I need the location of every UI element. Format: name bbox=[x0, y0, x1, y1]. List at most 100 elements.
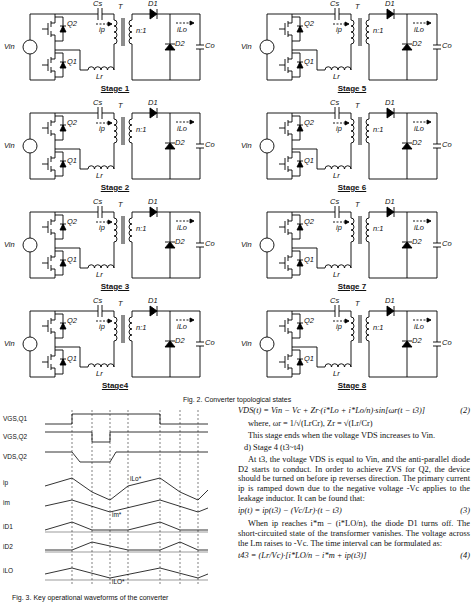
switch-label: Q2 bbox=[67, 317, 77, 325]
text-row: ip(t) = ip(t3) − (Vc/Lr)·(t − t3) (3) bbox=[238, 506, 470, 516]
switch-label: Q2 bbox=[304, 218, 314, 226]
source-label: Vin bbox=[241, 340, 252, 348]
current-label: ip bbox=[336, 224, 342, 232]
capacitor-label: Co bbox=[442, 42, 452, 50]
diode-label: D1 bbox=[385, 99, 395, 107]
turns-ratio: n:1 bbox=[136, 324, 146, 332]
transformer-label: T bbox=[118, 3, 123, 11]
diode-label: D2 bbox=[412, 40, 422, 48]
figure-caption: Fig. 2. Converter topological states bbox=[183, 396, 291, 403]
equation: VDS(t) = Vin − Vc + Zr·(i*Lo + i*Lo/n)·s… bbox=[238, 406, 425, 416]
current-label: ip bbox=[99, 26, 105, 34]
signal-name: VGS,Q2 bbox=[3, 434, 27, 441]
waveforms bbox=[45, 410, 208, 586]
signal-name: im bbox=[3, 500, 10, 507]
capacitor-label: Co bbox=[205, 141, 215, 149]
turns-ratio: n:1 bbox=[373, 126, 383, 134]
text-row: At t3, the voltage VDS is equal to Vin, … bbox=[238, 455, 470, 505]
transformer-label: T bbox=[118, 300, 123, 308]
paragraph: where, ωr = 1/√(LrCr), Zr = √(Lr/Cr) bbox=[248, 419, 373, 428]
capacitor-label: Cs bbox=[330, 297, 339, 305]
figure-caption: Fig. 3. Key operational waveforms of the… bbox=[12, 594, 168, 601]
stage-title: Stage 3 bbox=[85, 283, 145, 291]
transformer-label: T bbox=[118, 102, 123, 110]
switch-label: Q2 bbox=[304, 119, 314, 127]
signal-name: VDS,Q2 bbox=[3, 454, 27, 461]
text-column: VDS(t) = Vin − Vc + Zr·(i*Lo + i*Lo/n)·s… bbox=[238, 404, 470, 564]
paragraph: This stage ends when the voltage VDS inc… bbox=[248, 431, 435, 440]
current-label: ip bbox=[336, 323, 342, 331]
switch-label: Q1 bbox=[67, 355, 77, 363]
stage-title: Stage4 bbox=[85, 382, 145, 390]
equation: ip(t) = ip(t3) − (Vc/Lr)·(t − t3) bbox=[238, 506, 342, 516]
diode-label: D2 bbox=[412, 139, 422, 147]
text-row: t43 = (Lr/Vc)·[i*LO/n − i*m + ip(t3)](4) bbox=[238, 551, 470, 561]
text-row: This stage ends when the voltage VDS inc… bbox=[238, 431, 470, 441]
current-label: ip bbox=[99, 125, 105, 133]
current-label: iLo bbox=[414, 26, 424, 34]
stage-title: Stage 2 bbox=[85, 184, 145, 192]
text-row: VDS(t) = Vin − Vc + Zr·(i*Lo + i*Lo/n)·s… bbox=[238, 406, 470, 416]
diode-label: D1 bbox=[385, 198, 395, 206]
inductor-label: Lr bbox=[333, 73, 340, 81]
signal-name: VGS,Q1 bbox=[3, 416, 27, 423]
signal-name: im* bbox=[112, 512, 121, 519]
transformer-label: T bbox=[355, 201, 360, 209]
text-row: where, ωr = 1/√(LrCr), Zr = √(Lr/Cr) bbox=[238, 419, 470, 429]
turns-ratio: n:1 bbox=[136, 225, 146, 233]
stage-title: Stage 8 bbox=[322, 382, 382, 390]
stage-title: Stage 6 bbox=[322, 184, 382, 192]
diode-label: D2 bbox=[175, 337, 185, 345]
diode-label: D2 bbox=[175, 139, 185, 147]
equation-number: (3) bbox=[460, 506, 470, 516]
source-label: Vin bbox=[4, 142, 15, 150]
switch-label: Q1 bbox=[304, 256, 314, 264]
current-label: iLo bbox=[414, 323, 424, 331]
paragraph: When ip reaches i*m − (i*LO/n), the diod… bbox=[238, 519, 470, 548]
diode-label: D2 bbox=[412, 337, 422, 345]
current-label: iLo bbox=[177, 125, 187, 133]
switch-label: Q1 bbox=[304, 157, 314, 165]
switch-label: Q2 bbox=[67, 20, 77, 28]
text-row: When ip reaches i*m − (i*LO/n), the diod… bbox=[238, 519, 470, 549]
capacitor-label: Co bbox=[442, 240, 452, 248]
diode-label: D1 bbox=[148, 297, 158, 305]
diode-label: D1 bbox=[385, 0, 395, 8]
transformer-label: T bbox=[355, 300, 360, 308]
switch-label: Q1 bbox=[67, 58, 77, 66]
switch-label: Q1 bbox=[67, 157, 77, 165]
switch-label: Q2 bbox=[67, 218, 77, 226]
transformer-label: T bbox=[355, 3, 360, 11]
stage-title: Stage 5 bbox=[322, 85, 382, 93]
signal-name: iLO bbox=[3, 568, 13, 575]
switch-label: Q2 bbox=[304, 317, 314, 325]
inductor-label: Lr bbox=[96, 370, 103, 378]
current-label: iLo bbox=[414, 224, 424, 232]
signal-name: iLO* bbox=[112, 579, 125, 586]
capacitor-label: Cs bbox=[330, 99, 339, 107]
current-label: ip bbox=[99, 323, 105, 331]
inductor-label: Lr bbox=[333, 172, 340, 180]
capacitor-label: Co bbox=[205, 240, 215, 248]
capacitor-label: Co bbox=[442, 339, 452, 347]
current-label: ip bbox=[336, 125, 342, 133]
turns-ratio: n:1 bbox=[136, 27, 146, 35]
source-label: Vin bbox=[4, 340, 15, 348]
capacitor-label: Co bbox=[205, 339, 215, 347]
stage-title: Stage 1 bbox=[85, 85, 145, 93]
switch-label: Q1 bbox=[304, 355, 314, 363]
turns-ratio: n:1 bbox=[136, 126, 146, 134]
current-label: iLo bbox=[414, 125, 424, 133]
diode-label: D1 bbox=[148, 198, 158, 206]
equation-number: (2) bbox=[460, 406, 470, 416]
current-label: ip bbox=[336, 26, 342, 34]
diode-label: D2 bbox=[412, 238, 422, 246]
capacitor-label: Cs bbox=[330, 0, 339, 8]
stage-title: Stage 7 bbox=[322, 283, 382, 291]
source-label: Vin bbox=[241, 43, 252, 51]
equation-number: (4) bbox=[460, 551, 470, 561]
current-label: iLo bbox=[177, 26, 187, 34]
diode-label: D1 bbox=[148, 99, 158, 107]
source-label: Vin bbox=[241, 142, 252, 150]
inductor-label: Lr bbox=[96, 172, 103, 180]
